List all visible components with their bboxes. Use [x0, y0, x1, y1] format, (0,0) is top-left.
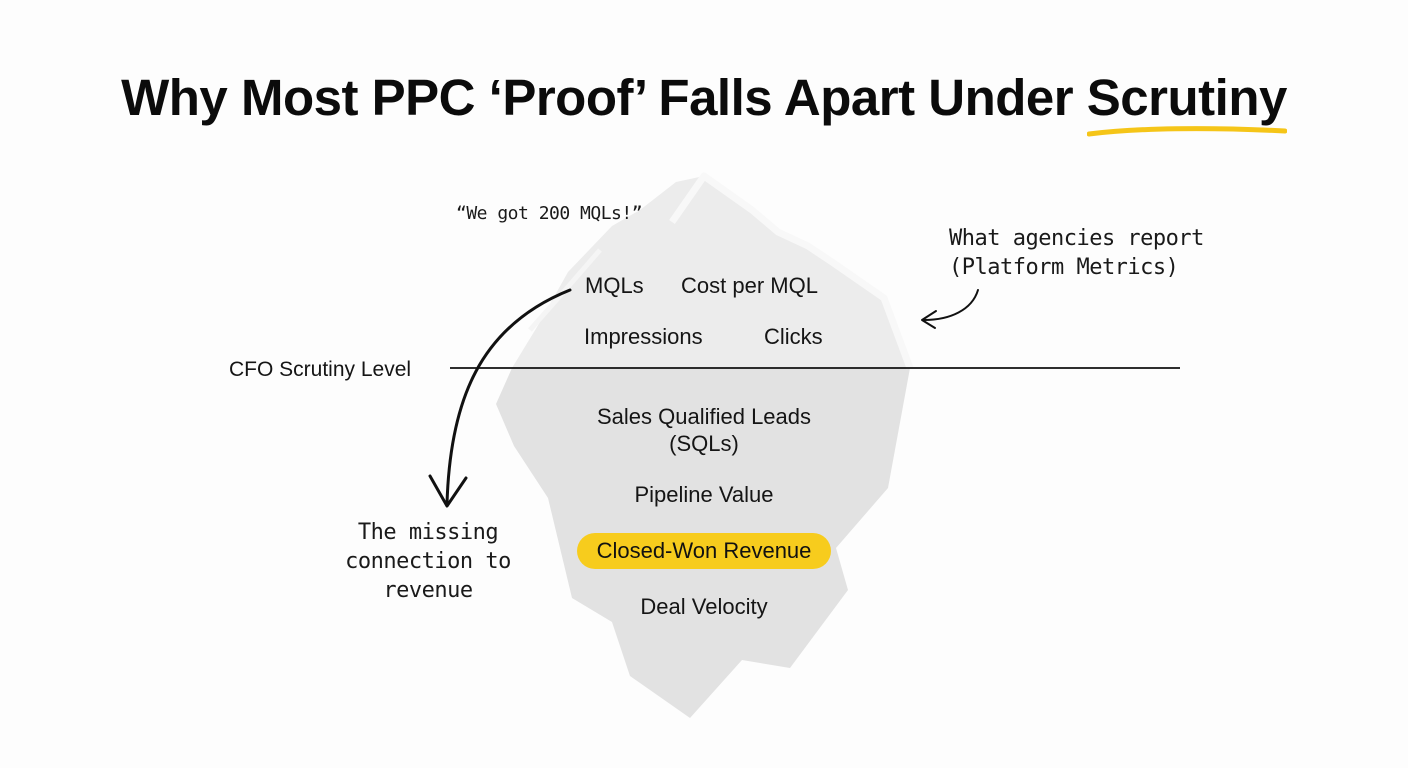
metric-closed-won-revenue: Closed-Won Revenue — [577, 533, 831, 569]
quote-text: “We got 200 MQLs!” — [456, 203, 643, 224]
highlight-underline — [1086, 126, 1287, 137]
missing-annotation-line2: connection to — [345, 549, 511, 574]
title-highlight: Scrutiny — [1086, 68, 1288, 137]
agencies-arrowhead — [921, 310, 937, 329]
metric-pipeline-value: Pipeline Value — [634, 482, 774, 507]
agencies-arrow — [923, 289, 979, 321]
metric-clicks: Clicks — [764, 324, 823, 349]
missing-annotation-line3: revenue — [383, 578, 473, 603]
iceberg-tip-edge — [669, 172, 914, 370]
metric-sql-line1: Sales Qualified Leads — [596, 404, 812, 429]
metric-mqls: MQLs — [585, 273, 644, 298]
waterline-label: CFO Scrutiny Level — [229, 358, 412, 381]
metric-cost-per-mql: Cost per MQL — [681, 273, 818, 298]
iceberg-tip — [512, 176, 910, 368]
metric-impressions: Impressions — [584, 324, 703, 349]
title-highlight-text: Scrutiny — [1086, 69, 1288, 126]
missing-connection-arrow — [445, 288, 572, 506]
page-title: Why Most PPC ‘Proof’ Falls Apart Under S… — [0, 68, 1408, 137]
closed-won-revenue-label: Closed-Won Revenue — [596, 538, 812, 563]
missing-connection-arrowhead — [428, 474, 468, 508]
metric-sql-line2: (SQLs) — [669, 431, 739, 456]
title-prefix: Why Most PPC ‘Proof’ Falls Apart Under — [121, 69, 1087, 126]
metric-deal-velocity: Deal Velocity — [640, 594, 768, 619]
agencies-annotation-line2: (Platform Metrics) — [949, 255, 1179, 280]
agencies-annotation-line1: What agencies report — [949, 226, 1204, 251]
iceberg-tip-edge-left — [528, 248, 602, 332]
missing-annotation-line1: The missing — [357, 520, 499, 545]
